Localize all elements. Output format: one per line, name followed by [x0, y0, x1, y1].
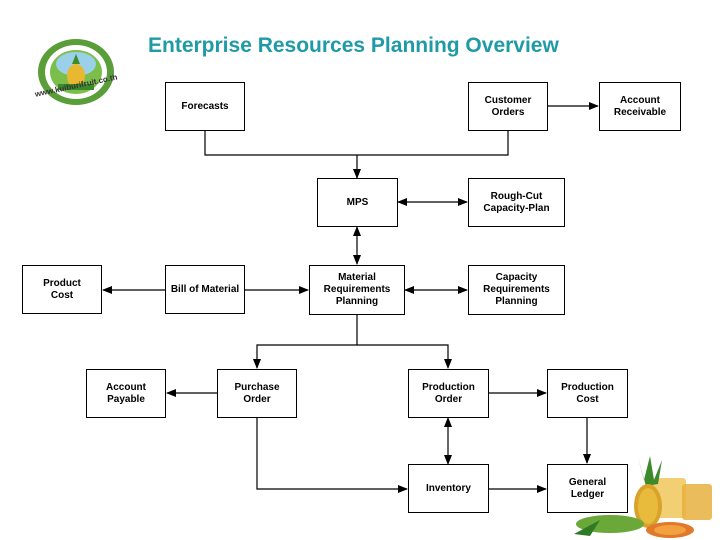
node-inventory: Inventory: [408, 464, 489, 513]
node-mps: MPS: [317, 178, 398, 227]
node-forecasts: Forecasts: [165, 82, 245, 131]
edge-split-production: [357, 344, 452, 369]
node-bill-of-material: Bill of Material: [165, 265, 245, 314]
edge-purchase-inventory: [256, 418, 408, 493]
edge-mrp-split: [253, 315, 358, 369]
fruit-illustration: [574, 456, 712, 538]
kuiburi-fruit-logo: [38, 39, 114, 105]
page-title: Enterprise Resources Planning Overview: [148, 34, 559, 57]
edge-forecasts-mps: [204, 130, 509, 156]
